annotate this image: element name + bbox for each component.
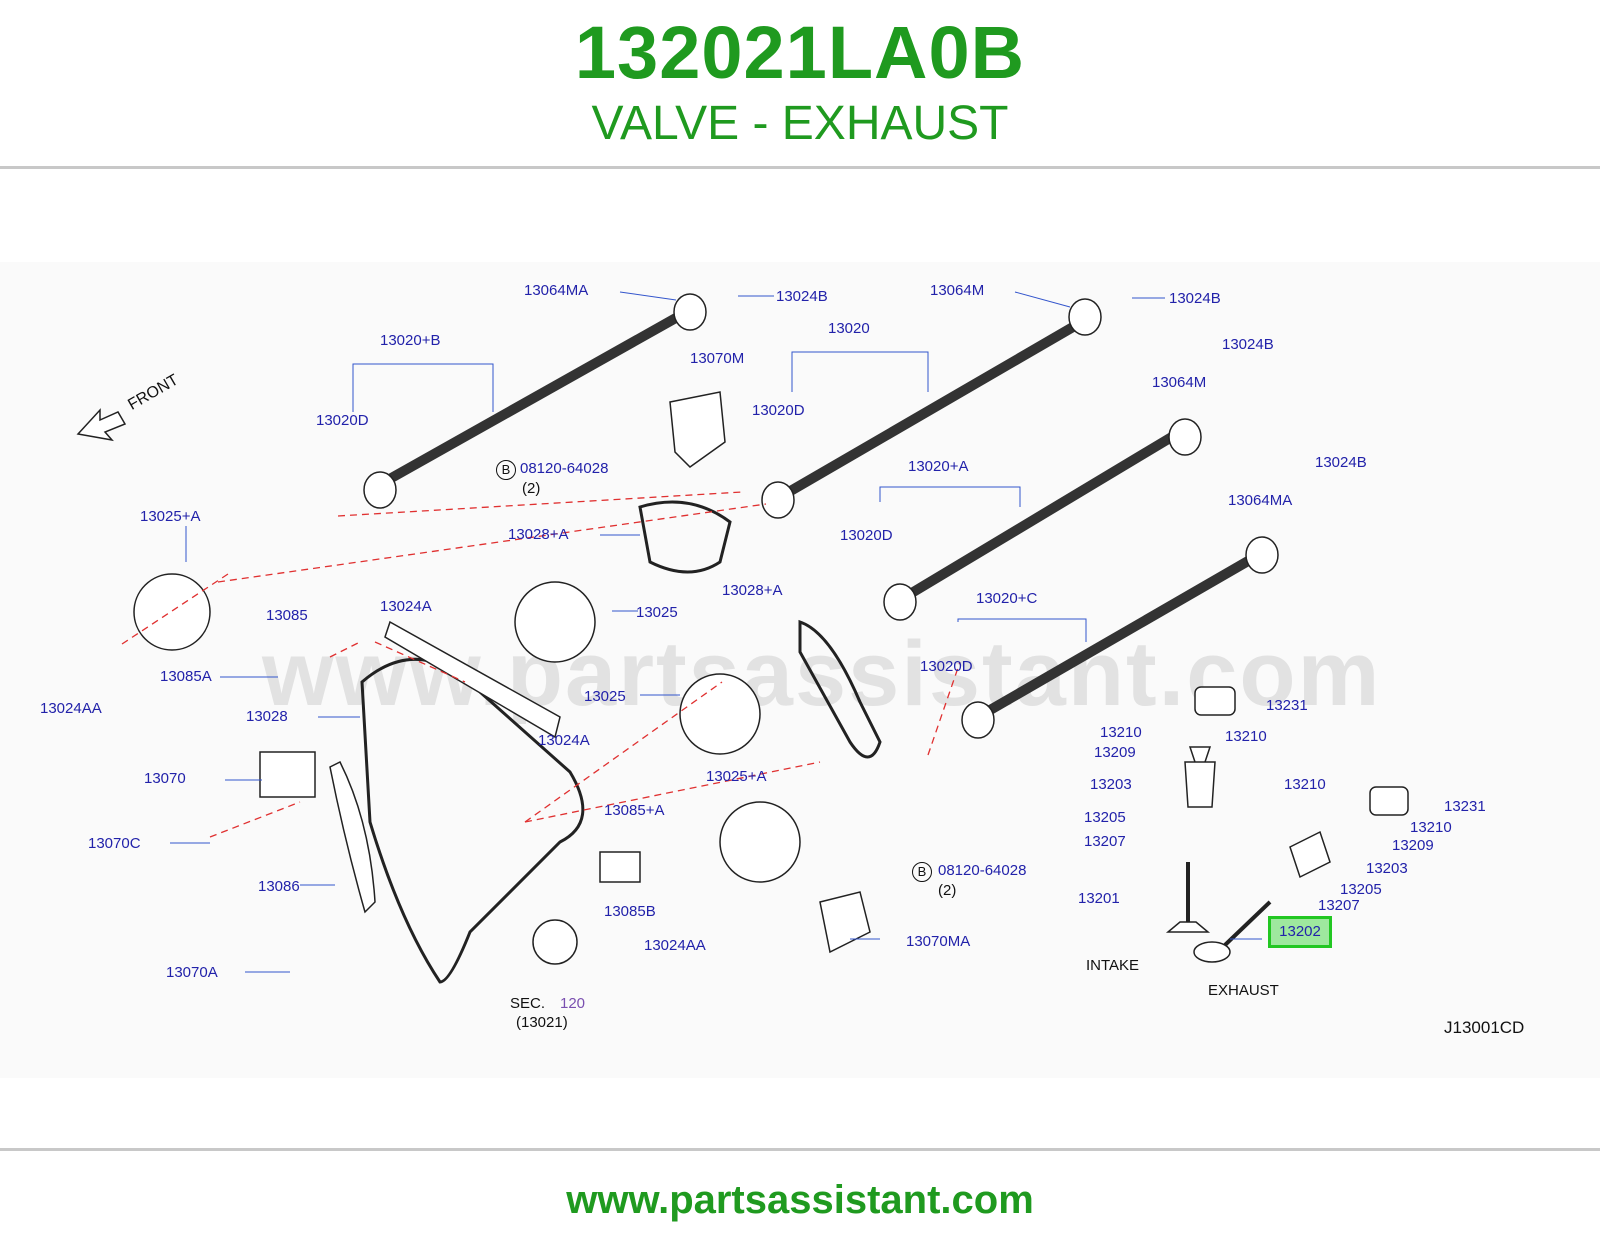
label-08120-64028-2[interactable]: 08120-64028 bbox=[938, 862, 1027, 879]
part-number-title: 132021LA0B bbox=[574, 11, 1026, 94]
part-name-subtitle: VALVE - EXHAUST bbox=[591, 97, 1009, 150]
sprocket-1 bbox=[133, 573, 211, 651]
qty-2-2: (2) bbox=[938, 882, 957, 899]
sprocket-2 bbox=[514, 581, 596, 663]
label-13070m[interactable]: 13070M bbox=[690, 350, 745, 367]
label-13020d-3[interactable]: 13020D bbox=[840, 527, 893, 544]
alignment-leaders bbox=[121, 491, 961, 838]
label-13028[interactable]: 13028 bbox=[246, 708, 288, 725]
bolt-marker-b-1: B bbox=[496, 460, 516, 480]
sprocket-4 bbox=[719, 801, 801, 883]
label-13070ma[interactable]: 13070MA bbox=[906, 933, 971, 950]
diagram-code: J13001CD bbox=[1444, 1018, 1525, 1037]
label-13024a-2[interactable]: 13024A bbox=[538, 732, 590, 749]
label-13024a-1[interactable]: 13024A bbox=[380, 598, 432, 615]
label-13210-3[interactable]: 13210 bbox=[1284, 776, 1326, 793]
label-13025plusa-2[interactable]: 13025+A bbox=[706, 768, 767, 785]
camshaft-1 bbox=[363, 293, 707, 509]
label-13086[interactable]: 13086 bbox=[258, 878, 300, 895]
label-13203-1[interactable]: 13203 bbox=[1090, 776, 1132, 793]
label-13085plusa[interactable]: 13085+A bbox=[604, 802, 665, 819]
chain-guide bbox=[384, 620, 561, 739]
timing-chain-upper bbox=[638, 500, 732, 574]
timing-chain-secondary bbox=[798, 619, 882, 759]
tensioner-13070ma bbox=[819, 891, 871, 954]
label-13024b-1[interactable]: 13024B bbox=[776, 288, 828, 305]
label-13025-1[interactable]: 13025 bbox=[636, 604, 678, 621]
footer-url[interactable]: www.partsassistant.com bbox=[566, 1178, 1034, 1222]
label-13064m-1[interactable]: 13064M bbox=[930, 282, 985, 299]
section-ref-link[interactable]: 120 bbox=[560, 995, 586, 1012]
label-13024aa-1[interactable]: 13024AA bbox=[40, 700, 102, 717]
label-13020plusb[interactable]: 13020+B bbox=[380, 332, 441, 349]
sprocket-3 bbox=[679, 673, 761, 755]
chain-tensioner bbox=[259, 751, 316, 798]
label-13201[interactable]: 13201 bbox=[1078, 890, 1120, 907]
valve-lifter-1 bbox=[1194, 686, 1236, 716]
section-ref-part: (13021) bbox=[516, 1014, 568, 1031]
label-13210-4[interactable]: 13210 bbox=[1410, 819, 1452, 836]
section-ref-label: SEC. bbox=[510, 995, 546, 1012]
callout-leaders bbox=[170, 291, 1262, 973]
valve-spring-2 bbox=[1289, 830, 1331, 879]
valve-lifter-2 bbox=[1369, 786, 1409, 816]
exhaust-caption: EXHAUST bbox=[1208, 982, 1279, 999]
label-13024b-3[interactable]: 13024B bbox=[1222, 336, 1274, 353]
label-13207-2[interactable]: 13207 bbox=[1318, 897, 1360, 914]
label-13064ma-2[interactable]: 13064MA bbox=[1228, 492, 1293, 509]
label-13020d-1[interactable]: 13020D bbox=[316, 412, 369, 429]
label-08120-64028-1[interactable]: 08120-64028 bbox=[520, 460, 609, 477]
exploded-parts-diagram: www.partsassistant.com bbox=[0, 262, 1600, 1078]
label-13070a[interactable]: 13070A bbox=[166, 964, 218, 981]
label-13025plusa-1[interactable]: 13025+A bbox=[140, 508, 201, 525]
valve-spring-1 bbox=[1184, 761, 1216, 808]
label-13024aa-2[interactable]: 13024AA bbox=[644, 937, 706, 954]
label-13020plusc[interactable]: 13020+C bbox=[976, 590, 1038, 607]
label-13028plusa-2[interactable]: 13028+A bbox=[722, 582, 783, 599]
exhaust-valve bbox=[1193, 941, 1231, 963]
label-13024b-4[interactable]: 13024B bbox=[1315, 454, 1367, 471]
label-13024b-2[interactable]: 13024B bbox=[1169, 290, 1221, 307]
label-13064m-2[interactable]: 13064M bbox=[1152, 374, 1207, 391]
label-13070[interactable]: 13070 bbox=[144, 770, 186, 787]
chain-slack-guide bbox=[329, 760, 376, 914]
highlighted-part-13202[interactable]: 13202 bbox=[1268, 916, 1332, 948]
label-13085b[interactable]: 13085B bbox=[604, 903, 656, 920]
label-13209-2[interactable]: 13209 bbox=[1392, 837, 1434, 854]
camshaft-4 bbox=[961, 536, 1279, 739]
label-13020[interactable]: 13020 bbox=[828, 320, 870, 337]
crank-sprocket bbox=[532, 919, 578, 965]
label-13020plusa[interactable]: 13020+A bbox=[908, 458, 969, 475]
diagram-artwork bbox=[76, 291, 1409, 984]
camshaft-2 bbox=[761, 298, 1102, 519]
intake-valve bbox=[1165, 921, 1211, 933]
front-arrow bbox=[76, 408, 127, 442]
label-13020d-2[interactable]: 13020D bbox=[752, 402, 805, 419]
header-divider bbox=[0, 166, 1600, 169]
qty-2-1: (2) bbox=[522, 480, 541, 497]
label-13207-1[interactable]: 13207 bbox=[1084, 833, 1126, 850]
label-13085a[interactable]: 13085A bbox=[160, 668, 212, 685]
bracket-13085 bbox=[599, 851, 641, 883]
label-13209-1[interactable]: 13209 bbox=[1094, 744, 1136, 761]
label-13231-2[interactable]: 13231 bbox=[1444, 798, 1486, 815]
page-header: 132021LA0B VALVE - EXHAUST bbox=[0, 0, 1600, 170]
label-13205-1[interactable]: 13205 bbox=[1084, 809, 1126, 826]
label-13210-2[interactable]: 13210 bbox=[1225, 728, 1267, 745]
label-13231-1[interactable]: 13231 bbox=[1266, 697, 1308, 714]
label-13203-2[interactable]: 13203 bbox=[1366, 860, 1408, 877]
camshaft-3 bbox=[883, 418, 1202, 621]
label-13085[interactable]: 13085 bbox=[266, 607, 308, 624]
label-13064ma-1[interactable]: 13064MA bbox=[524, 282, 589, 299]
label-13025-2[interactable]: 13025 bbox=[584, 688, 626, 705]
label-13210-1[interactable]: 13210 bbox=[1100, 724, 1142, 741]
bolt-marker-b-2: B bbox=[912, 862, 932, 882]
label-13028plusa-1[interactable]: 13028+A bbox=[508, 526, 569, 543]
label-13205-2[interactable]: 13205 bbox=[1340, 881, 1382, 898]
label-13070c[interactable]: 13070C bbox=[88, 835, 141, 852]
label-13020d-4[interactable]: 13020D bbox=[920, 658, 973, 675]
intake-caption: INTAKE bbox=[1086, 957, 1140, 974]
footer-divider bbox=[0, 1148, 1600, 1151]
tensioner-13070m bbox=[669, 391, 726, 468]
